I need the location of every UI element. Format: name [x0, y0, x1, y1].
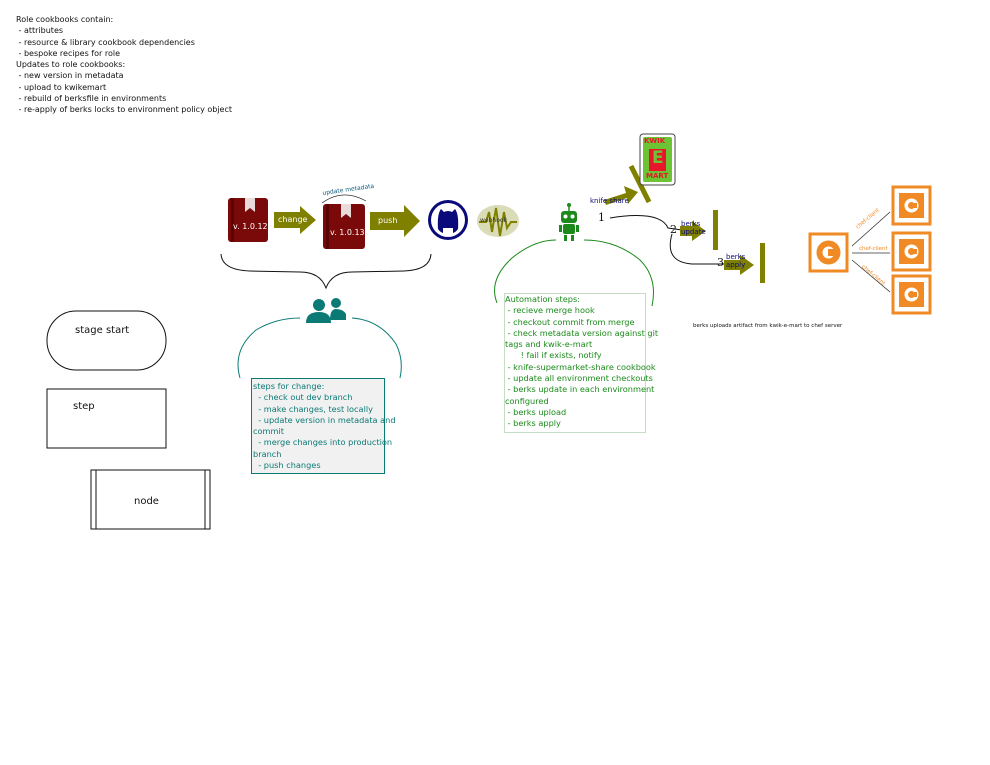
- dev-steps-box: steps for change: - check out dev branch…: [251, 378, 396, 474]
- webhook-icon: [477, 205, 519, 237]
- note-line: - attributes: [16, 26, 64, 36]
- kwik-logo-line1: KWIK: [644, 137, 666, 145]
- node-label: node: [134, 496, 159, 507]
- note-line: - bespoke recipes for role: [16, 48, 120, 58]
- step-number-3: 3: [717, 256, 724, 269]
- dev-steps-bracket: [237, 317, 402, 379]
- automation-step-line: Automation steps:: [505, 294, 581, 304]
- berks-apply-label: berks apply: [726, 253, 746, 269]
- role-cookbook-notes: Role cookbooks contain: - attributes - r…: [16, 14, 232, 116]
- note-line: - re-apply of berks locks to environment…: [16, 105, 233, 115]
- note-line: Updates to role cookbooks:: [16, 60, 126, 70]
- automation-step-line: tags and kwik-e-mart: [505, 339, 593, 350]
- automation-step-line: - berks upload: [505, 406, 567, 417]
- developers-icon: [306, 298, 346, 323]
- note-line: - resource & library cookbook dependenci…: [16, 37, 195, 47]
- note-line: - rebuild of berksfile in environments: [16, 94, 167, 104]
- step-number-2: 2: [670, 223, 677, 236]
- berks-update-arrow: [680, 210, 718, 250]
- kwik-logo-line2: E: [652, 148, 664, 168]
- step-label: step: [73, 401, 95, 412]
- dev-step-line: - push changes: [253, 460, 321, 471]
- berks-apply-arrow: [724, 243, 765, 283]
- dev-step-line: - update version in metadata and: [253, 414, 396, 425]
- note-line: - upload to kwikemart: [16, 82, 107, 92]
- dev-step-line: commit: [253, 426, 284, 437]
- robot-icon: [559, 203, 579, 241]
- node-shape[interactable]: [90, 469, 211, 530]
- berks-update-label: berks update: [681, 220, 706, 236]
- berks-update-curve: [609, 215, 683, 231]
- automation-step-line: configured: [505, 395, 549, 406]
- push-label: push: [378, 216, 398, 225]
- step-shape[interactable]: [46, 388, 167, 449]
- knife-share-label: knife share: [590, 197, 629, 205]
- chef-node-2-icon: [891, 231, 932, 272]
- webhook-label: webhook: [480, 217, 508, 224]
- note-line: Role cookbooks contain:: [16, 15, 114, 24]
- chef-server-icon: [808, 232, 849, 273]
- kwik-logo-line3: MART: [646, 172, 669, 180]
- chef-client-label-2: chef-client: [859, 246, 888, 252]
- github-icon: [428, 200, 468, 240]
- stage-start-shape[interactable]: [46, 310, 167, 371]
- dev-step-line: - make changes, test locally: [253, 403, 373, 414]
- kwik-e-mart-logo: [639, 133, 676, 186]
- chef-client-link-1: [851, 211, 891, 247]
- automation-step-line: - update all environment checkouts: [505, 373, 653, 384]
- berks-apply-curve: [669, 233, 728, 265]
- automation-step-line: - berks apply: [505, 418, 561, 429]
- dev-step-line: - check out dev branch: [253, 392, 353, 403]
- cookbook-old-icon: [228, 198, 268, 242]
- automation-step-line: ! fail if exists, notify: [505, 350, 602, 361]
- cookbook-new-version: v. 1.0.13: [330, 228, 365, 237]
- change-arrow: [274, 206, 316, 234]
- dev-step-line: - merge changes into production: [253, 437, 393, 448]
- chef-client-link-3: [851, 259, 891, 293]
- automation-step-line: - berks update in each environment: [505, 384, 655, 395]
- stage-start-label: stage start: [75, 325, 130, 336]
- berks-caption: berks uploads artifact from kwik-e-mart …: [693, 323, 843, 329]
- automation-step-line: - knife-supermarket-share cookbook: [505, 361, 656, 372]
- push-arrow: [370, 205, 420, 237]
- automation-bracket: [494, 239, 654, 307]
- cookbook-new-icon: [321, 194, 367, 249]
- dev-brace: [220, 253, 432, 290]
- automation-step-line: - checkout commit from merge: [505, 316, 635, 327]
- dev-step-line: steps for change:: [253, 381, 325, 391]
- change-label: change: [278, 215, 308, 224]
- chef-node-1-icon: [891, 185, 932, 226]
- note-line: - new version in metadata: [16, 71, 124, 81]
- dev-step-line: branch: [253, 448, 282, 459]
- automation-steps-box: Automation steps: - recieve merge hook -…: [504, 293, 659, 433]
- chef-node-3-icon: [891, 274, 932, 315]
- step-number-1: 1: [598, 211, 605, 224]
- cookbook-old-version: v. 1.0.12: [233, 222, 268, 231]
- automation-step-line: - recieve merge hook: [505, 305, 595, 316]
- automation-step-line: - check metadata version against git: [505, 327, 659, 338]
